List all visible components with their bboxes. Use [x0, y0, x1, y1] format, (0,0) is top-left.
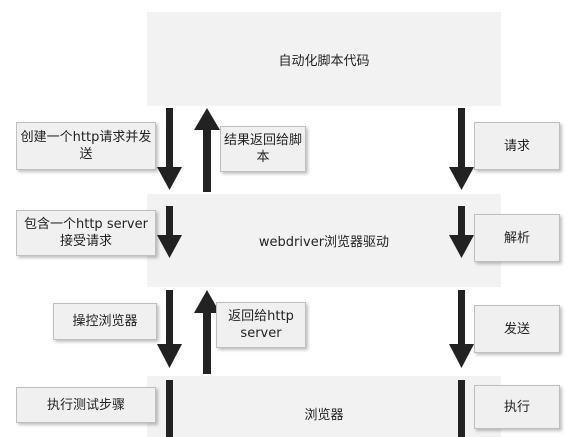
right-down-arrow-3 [449, 290, 474, 368]
down-arrow-browser-left [166, 380, 173, 437]
label-execute-text: 执行 [503, 399, 530, 415]
up-arrow-driver-to-script [194, 108, 220, 192]
right-down-arrow-4 [458, 380, 465, 437]
label-execute: 执行 [474, 385, 560, 429]
right-down-arrow-2 [449, 206, 474, 258]
webdriver-block: webdriver浏览器驱动 [147, 194, 501, 287]
label-send: 发送 [474, 305, 560, 353]
label-result-return-text: 结果返回给脚本 [224, 133, 303, 165]
label-execute-steps: 执行测试步骤 [16, 387, 156, 423]
label-create-request-text: 创建一个http请求并发送 [20, 130, 152, 162]
label-send-text: 发送 [503, 321, 530, 337]
label-http-server: 包含一个http server接受请求 [16, 210, 156, 256]
script-code-label: 自动化脚本代码 [278, 53, 370, 69]
down-arrow-driver-to-browser [157, 290, 182, 368]
browser-block: 浏览器 [147, 376, 501, 437]
label-create-request: 创建一个http请求并发送 [16, 122, 156, 170]
label-execute-steps-text: 执行测试步骤 [46, 397, 125, 413]
script-code-block: 自动化脚本代码 [147, 12, 501, 106]
browser-label: 浏览器 [304, 408, 344, 423]
up-arrow-browser-to-driver [194, 290, 220, 374]
label-operate-browser-text: 操控浏览器 [72, 314, 138, 329]
label-http-server-text: 包含一个http server接受请求 [24, 217, 148, 249]
label-parse-text: 解析 [503, 230, 530, 246]
webdriver-label: webdriver浏览器驱动 [258, 235, 390, 250]
label-request-text: 请求 [503, 138, 530, 154]
right-down-arrow-1 [449, 108, 474, 190]
label-result-return: 结果返回给脚本 [220, 126, 306, 172]
label-return-http-server: 返回给http server [216, 302, 306, 348]
label-request: 请求 [474, 122, 560, 170]
down-arrow-driver-to-browser-left [157, 206, 182, 258]
label-parse: 解析 [474, 214, 560, 262]
down-arrow-script-to-driver [157, 108, 182, 190]
label-operate-browser: 操控浏览器 [53, 303, 157, 340]
label-return-http-server-text: 返回给http server [228, 309, 294, 341]
